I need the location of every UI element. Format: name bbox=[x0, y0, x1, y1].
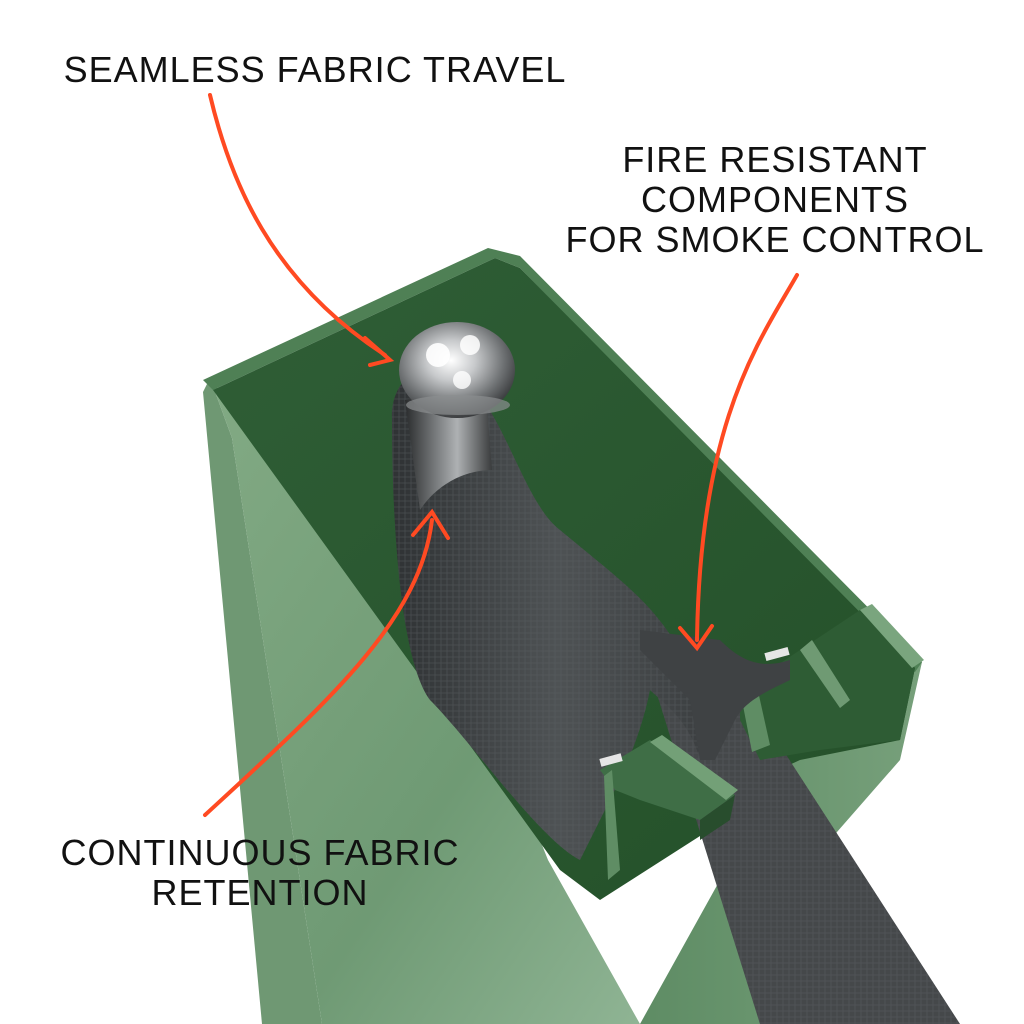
callout-line: SEAMLESS FABRIC TRAVEL bbox=[63, 49, 567, 90]
callout-line: FOR SMOKE CONTROL bbox=[565, 219, 985, 260]
ball-end-icon bbox=[399, 322, 515, 418]
retention-channel-right bbox=[740, 604, 924, 760]
callout-fire-resistant-components: FIRE RESISTANT COMPONENTS FOR SMOKE CONT… bbox=[520, 140, 1024, 260]
callout-line: RETENTION bbox=[151, 872, 369, 913]
callout-line: COMPONENTS bbox=[640, 179, 909, 220]
fabric-loop-weave bbox=[391, 367, 720, 860]
arrow-continuous bbox=[203, 518, 434, 817]
callout-line: FIRE RESISTANT bbox=[622, 139, 928, 180]
callout-seamless-fabric-travel: SEAMLESS FABRIC TRAVEL bbox=[30, 50, 600, 90]
housing-front-face bbox=[210, 378, 640, 1024]
callout-line: CONTINUOUS FABRIC bbox=[60, 832, 460, 873]
arrow-continuous-head bbox=[411, 508, 450, 540]
retention-channel-left bbox=[599, 735, 738, 880]
arrow-fire-head bbox=[678, 624, 714, 652]
arrow-seamless bbox=[208, 93, 387, 357]
callout-continuous-fabric-retention: CONTINUOUS FABRIC RETENTION bbox=[20, 833, 500, 913]
arrow-fire bbox=[695, 273, 799, 642]
fabric-seal bbox=[640, 630, 790, 760]
curved-arrow-icon bbox=[203, 93, 799, 817]
arrow-seamless-head bbox=[363, 336, 395, 367]
housing-left-face bbox=[203, 378, 322, 1024]
